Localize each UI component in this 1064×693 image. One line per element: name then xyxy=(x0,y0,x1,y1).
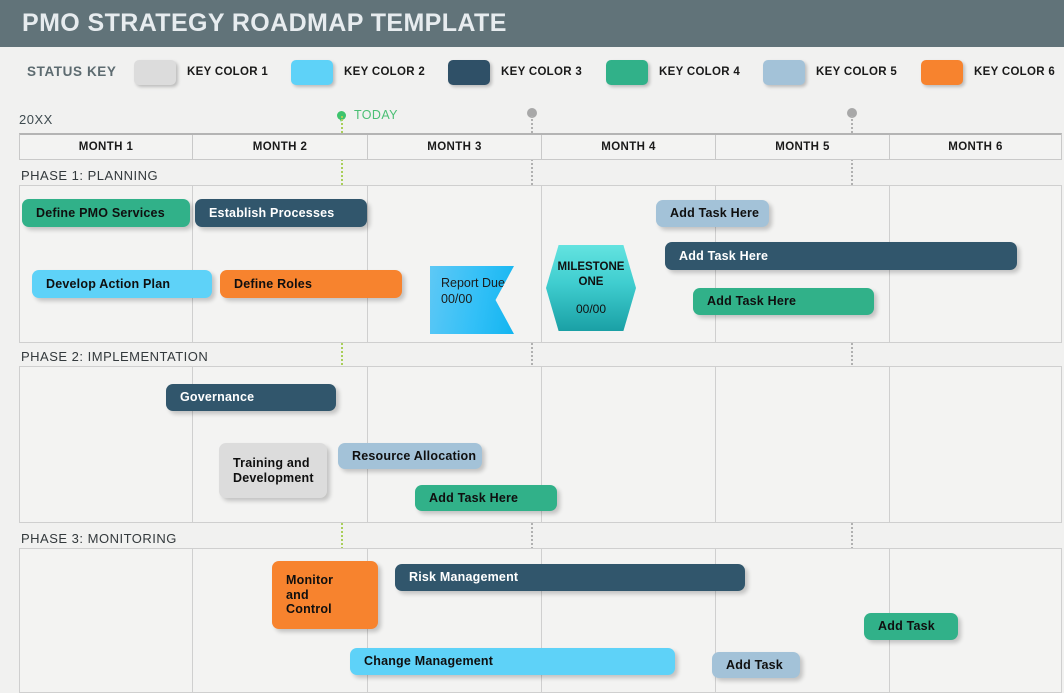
task-bar[interactable]: Change Management xyxy=(350,648,675,675)
status-key-text-6: KEY COLOR 6 xyxy=(974,66,1056,78)
status-key-swatch-1[interactable] xyxy=(134,59,176,85)
task-bar[interactable]: Monitor and Control xyxy=(272,561,378,629)
task-label: Add Task Here xyxy=(707,294,797,309)
task-label: Add Task Here xyxy=(429,490,519,505)
task-label: Add Task Here xyxy=(679,248,769,263)
task-label: Define PMO Services xyxy=(36,205,165,220)
task-label: Change Management xyxy=(364,654,494,669)
year-label: 20XX xyxy=(19,112,53,127)
status-key-item-5[interactable]: KEY COLOR 5 xyxy=(763,59,897,85)
today-marker: TODAY xyxy=(337,108,398,122)
task-label: Training and Development xyxy=(233,456,314,485)
status-key-text-3: KEY COLOR 3 xyxy=(501,66,583,78)
task-label: Add Task xyxy=(726,657,783,672)
task-label: Add Task Here xyxy=(670,206,760,221)
month-cell-4: MONTH 4 xyxy=(542,135,716,159)
milestone-marker-dot-2 xyxy=(847,108,857,118)
task-bar[interactable]: Resource Allocation xyxy=(338,443,482,469)
status-key-item-3[interactable]: KEY COLOR 3 xyxy=(448,59,582,85)
task-bar[interactable]: Define PMO Services xyxy=(22,199,190,227)
status-key-swatch-2[interactable] xyxy=(291,59,333,85)
status-key-swatch-3[interactable] xyxy=(448,59,490,85)
task-bar[interactable]: Add Task Here xyxy=(665,242,1017,270)
status-key-text-1: KEY COLOR 1 xyxy=(187,66,269,78)
status-key-swatch-4[interactable] xyxy=(606,59,648,85)
task-bar[interactable]: Add Task xyxy=(712,652,800,678)
task-label: Governance xyxy=(180,390,255,405)
task-label: Establish Processes xyxy=(209,205,335,220)
status-key-text-2: KEY COLOR 2 xyxy=(344,66,426,78)
task-bar[interactable]: Training and Development xyxy=(219,443,327,498)
task-bar[interactable]: Define Roles xyxy=(220,270,402,298)
status-key-text-4: KEY COLOR 4 xyxy=(659,66,741,78)
milestone-marker-dot-1 xyxy=(527,108,537,118)
phase-2-label: PHASE 2: IMPLEMENTATION xyxy=(21,349,209,364)
status-key-swatch-6[interactable] xyxy=(921,59,963,85)
task-label: Monitor and Control xyxy=(286,573,334,617)
status-key-item-4[interactable]: KEY COLOR 4 xyxy=(606,59,740,85)
phase-3-label: PHASE 3: MONITORING xyxy=(21,531,177,546)
month-cell-3: MONTH 3 xyxy=(368,135,542,159)
title-bar: PMO STRATEGY ROADMAP TEMPLATE xyxy=(0,0,1064,47)
status-key-item-1[interactable]: KEY COLOR 1 xyxy=(134,59,268,85)
task-label: Risk Management xyxy=(409,570,519,585)
today-dot-icon xyxy=(337,110,346,120)
task-bar[interactable]: Add Task Here xyxy=(415,485,557,511)
task-bar[interactable]: Add Task Here xyxy=(693,288,874,315)
month-cell-2: MONTH 2 xyxy=(193,135,368,159)
month-cell-1: MONTH 1 xyxy=(20,135,193,159)
today-label: TODAY xyxy=(354,108,398,122)
task-bar[interactable]: Add Task Here xyxy=(656,200,769,227)
task-bar[interactable]: Add Task xyxy=(864,613,958,640)
milestone-date: 00/00 xyxy=(575,301,607,316)
month-cell-5: MONTH 5 xyxy=(716,135,890,159)
page-title: PMO STRATEGY ROADMAP TEMPLATE xyxy=(22,9,507,37)
task-bar[interactable]: Develop Action Plan xyxy=(32,270,212,298)
report-due-label: Report Due 00/00 xyxy=(441,276,505,306)
task-bar[interactable]: Risk Management xyxy=(395,564,745,591)
status-key-item-2[interactable]: KEY COLOR 2 xyxy=(291,59,425,85)
status-key-swatch-5[interactable] xyxy=(763,59,805,85)
milestone-shape[interactable]: MILESTONE ONE 00/00 xyxy=(546,245,636,331)
status-key-text-5: KEY COLOR 5 xyxy=(816,66,898,78)
milestone-title: MILESTONE ONE xyxy=(557,261,625,288)
month-header-row: MONTH 1 MONTH 2 MONTH 3 MONTH 4 MONTH 5 … xyxy=(19,133,1062,160)
task-bar[interactable]: Establish Processes xyxy=(195,199,367,227)
status-key-label: STATUS KEY xyxy=(27,64,117,79)
task-label: Develop Action Plan xyxy=(46,276,171,291)
task-label: Define Roles xyxy=(234,276,313,291)
status-key-bar xyxy=(0,47,1064,95)
status-key-item-6[interactable]: KEY COLOR 6 xyxy=(921,59,1055,85)
month-cell-6: MONTH 6 xyxy=(948,141,1003,153)
task-label: Add Task xyxy=(878,619,935,634)
task-bar[interactable]: Governance xyxy=(166,384,336,411)
phase-1-label: PHASE 1: PLANNING xyxy=(21,168,159,183)
task-label: Resource Allocation xyxy=(352,448,477,463)
